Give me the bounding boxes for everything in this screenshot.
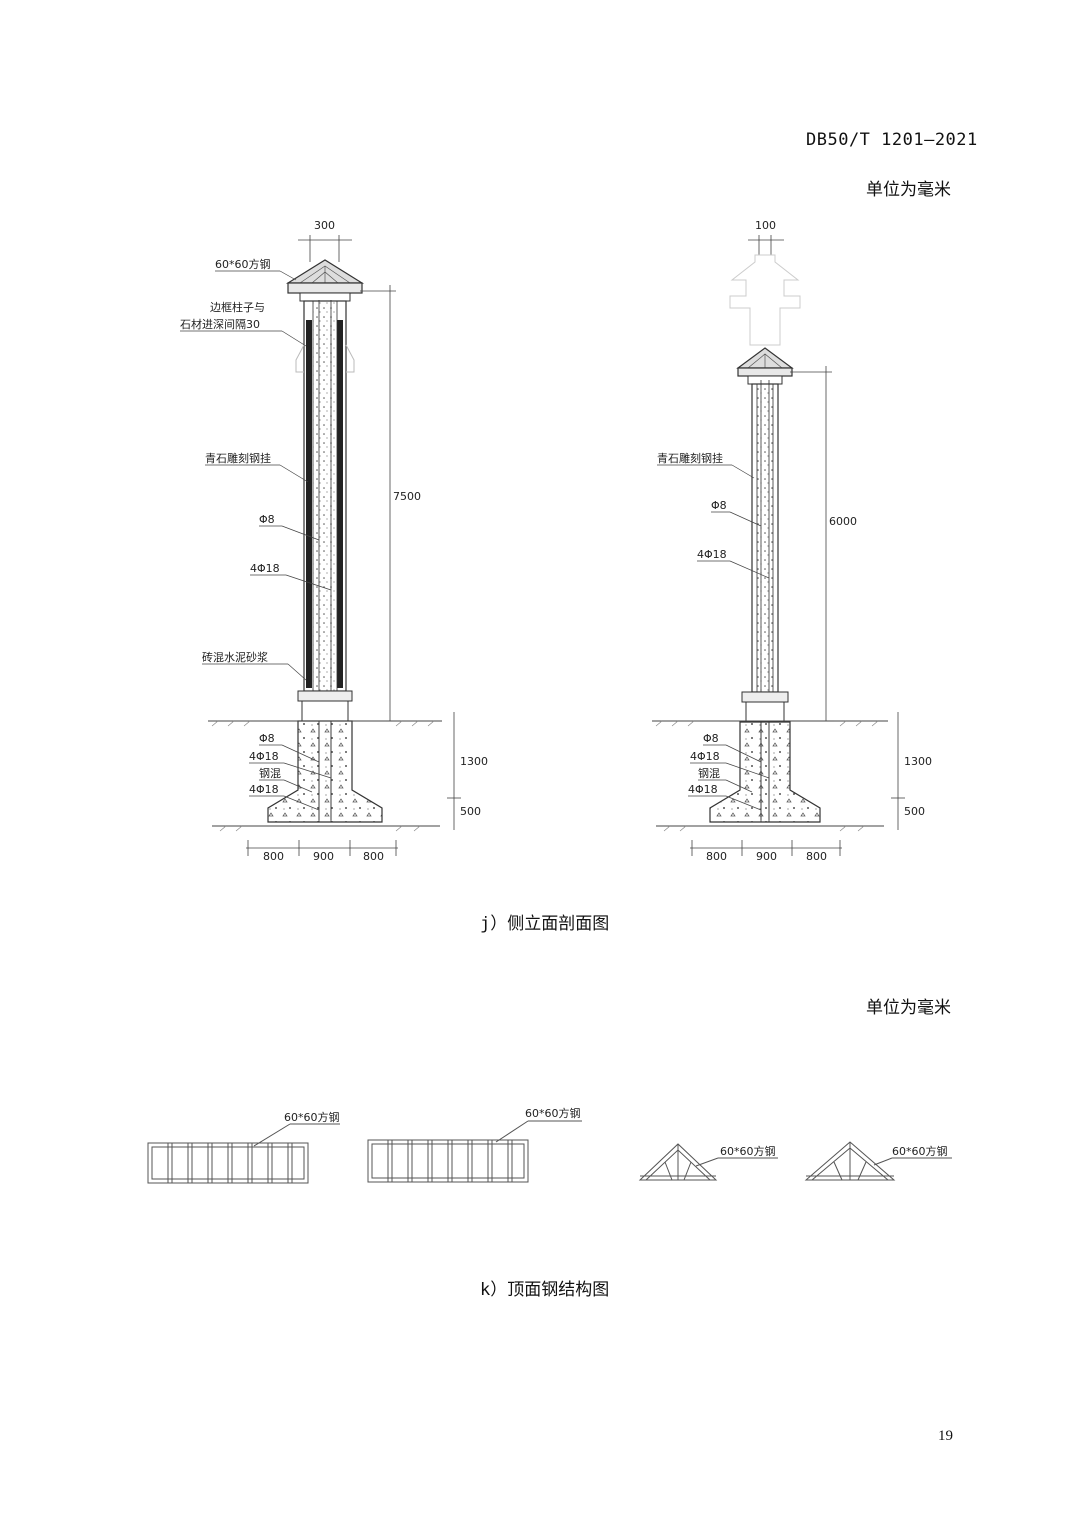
figure-k-caption: k）顶面钢结构图 xyxy=(480,1280,610,1300)
left-label-foot-phi8: Φ8 xyxy=(259,732,275,745)
left-depth-1: 1300 xyxy=(460,755,488,768)
steel-truss-2 xyxy=(804,1141,952,1181)
figure-j-caption: j）侧立面剖面图 xyxy=(480,914,610,934)
standard-number: DB50/T 1201—2021 xyxy=(806,130,978,150)
left-label-foot-concrete: 钢混 xyxy=(259,767,281,780)
figure-j-drawing: 300 7500 1300 5 xyxy=(180,219,932,863)
left-depth-2: 500 xyxy=(460,805,481,818)
right-label-phi8: Φ8 xyxy=(711,499,727,512)
unit-note-top: 单位为毫米 xyxy=(866,180,951,200)
left-label-mortar: 砖混水泥砂浆 xyxy=(202,650,268,664)
right-label-foot-phi8: Φ8 xyxy=(703,732,719,745)
frame-1-label: 60*60方钢 xyxy=(284,1110,340,1124)
left-label-carving: 青石雕刻钢挂 xyxy=(205,451,271,465)
figure-k-drawing: 60*60方钢 60*60方钢 60*60方钢 60*60 xyxy=(147,1106,952,1184)
left-label-foot-4phi18: 4Φ18 xyxy=(249,750,279,763)
page-number: 19 xyxy=(938,1428,953,1444)
left-label-4phi18: 4Φ18 xyxy=(250,562,280,575)
left-base-dim-3: 800 xyxy=(363,850,384,863)
truss-1-label: 60*60方钢 xyxy=(720,1144,776,1158)
left-base-dim-1: 800 xyxy=(263,850,284,863)
left-label-frame-2: 石材进深间隔30 xyxy=(180,317,260,331)
left-label-foot-4phi18-2: 4Φ18 xyxy=(249,783,279,796)
truss-2-label: 60*60方钢 xyxy=(892,1144,948,1158)
right-base-dim-1: 800 xyxy=(706,850,727,863)
left-label-steel: 60*60方钢 xyxy=(215,257,271,271)
steel-truss-1 xyxy=(638,1143,778,1181)
right-label-foot-concrete: 钢混 xyxy=(698,767,720,780)
right-label-carving: 青石雕刻钢挂 xyxy=(657,451,723,465)
left-height-dim: 7500 xyxy=(393,490,421,503)
left-column-section: 300 7500 1300 5 xyxy=(180,219,488,863)
right-height-dim: 6000 xyxy=(829,515,857,528)
right-label-foot-4phi18-2: 4Φ18 xyxy=(688,783,718,796)
steel-frame-1 xyxy=(147,1123,340,1184)
right-column-section: 100 6000 1300 500 xyxy=(652,219,932,863)
unit-note-bottom: 单位为毫米 xyxy=(866,998,951,1018)
steel-frame-2 xyxy=(367,1120,582,1183)
right-label-foot-4phi18: 4Φ18 xyxy=(690,750,720,763)
frame-2-label: 60*60方钢 xyxy=(525,1106,581,1120)
left-label-phi8: Φ8 xyxy=(259,513,275,526)
left-label-frame-1: 边框柱子与 xyxy=(210,300,265,314)
right-base-dim-3: 800 xyxy=(806,850,827,863)
left-top-width: 300 xyxy=(314,219,335,232)
right-label-4phi18: 4Φ18 xyxy=(697,548,727,561)
right-depth-2: 500 xyxy=(904,805,925,818)
right-top-width: 100 xyxy=(755,219,776,232)
right-base-dim-2: 900 xyxy=(756,850,777,863)
left-base-dim-2: 900 xyxy=(313,850,334,863)
right-depth-1: 1300 xyxy=(904,755,932,768)
